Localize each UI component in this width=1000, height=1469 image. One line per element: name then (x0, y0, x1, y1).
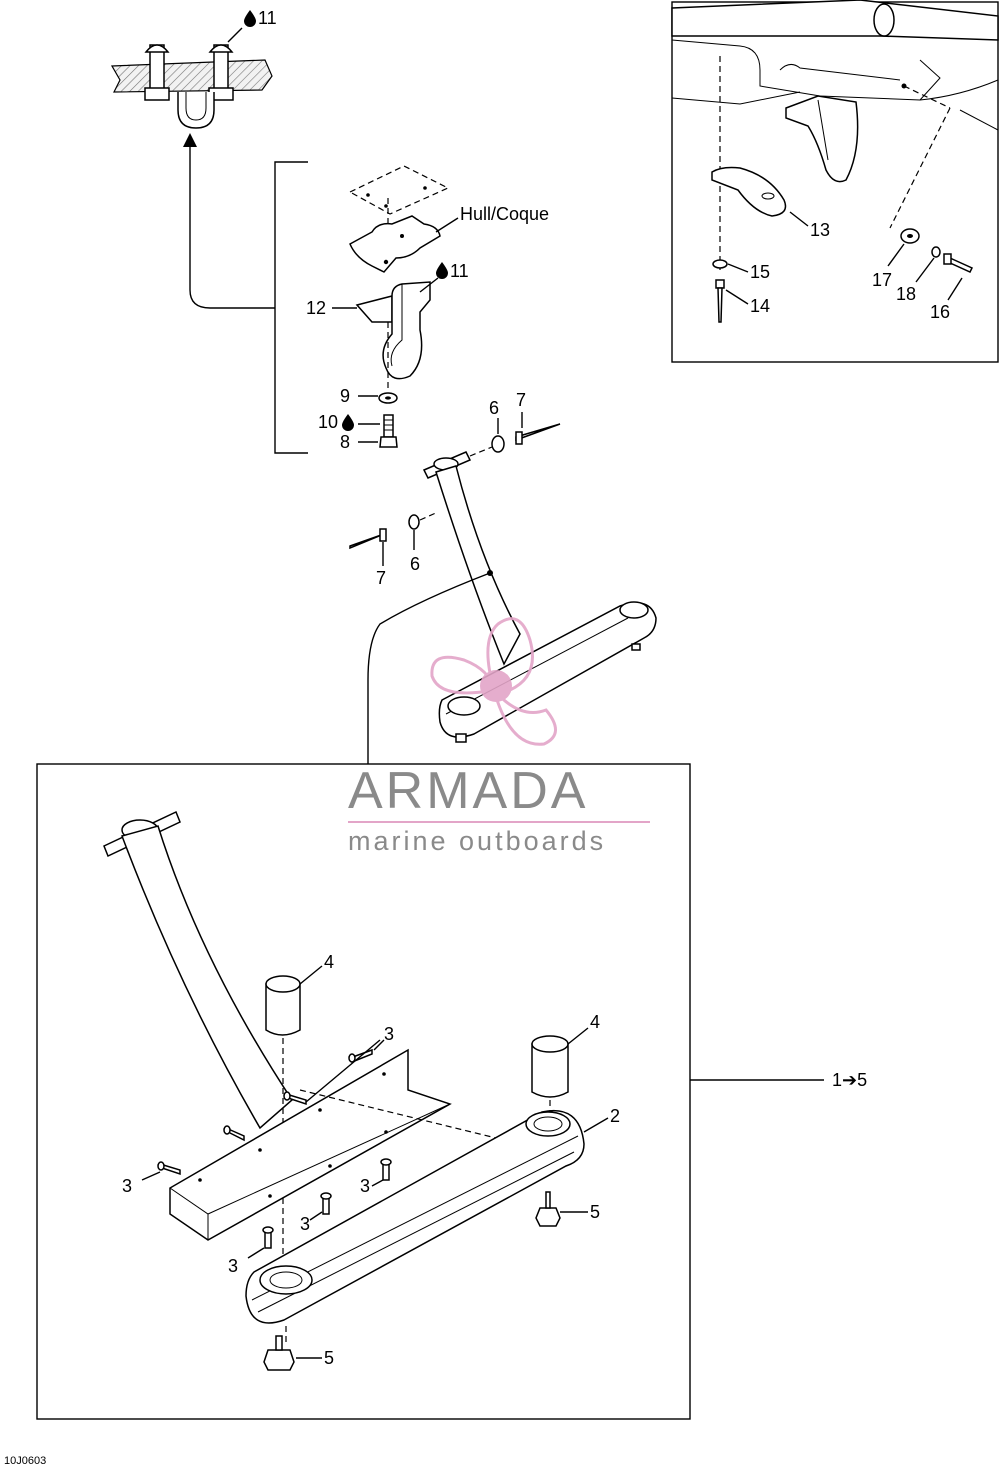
detail-arrow (183, 133, 275, 309)
callout-17: 17 (872, 270, 892, 290)
callout-16: 16 (930, 302, 950, 322)
callout-3-b: 3 (122, 1176, 132, 1196)
armada-watermark: ARMADA marine outboards (348, 617, 650, 856)
callout-11-mid: 11 (450, 261, 469, 281)
callout-4-left: 4 (324, 952, 334, 972)
callout-2: 2 (610, 1106, 620, 1126)
propeller-logo-icon (430, 617, 557, 746)
callout-6-right: 6 (489, 398, 499, 418)
bracket-assembly: Hull/Coque 12 11 9 10 8 (306, 165, 549, 452)
watermark-brand: ARMADA (348, 762, 588, 820)
callout-3-a: 3 (384, 1024, 394, 1044)
sealant-drop-icon (244, 10, 256, 27)
callout-4-right: 4 (590, 1012, 600, 1032)
stand-assembly: 6 7 7 6 (349, 390, 657, 764)
callout-12: 12 (306, 298, 326, 318)
sealant-drop-icon (436, 262, 448, 279)
callout-14: 14 (750, 296, 770, 316)
callout-1-5: 1➔5 (832, 1070, 867, 1090)
hull-section-detail: 11 (110, 8, 277, 129)
diagram-code: 10J0603 (4, 1455, 46, 1467)
callout-11-top: 11 (258, 8, 277, 28)
stand-exploded-box: 1➔5 4 4 3 (36, 763, 867, 1420)
sealant-drop-icon (342, 414, 354, 431)
callout-3-e: 3 (228, 1256, 238, 1276)
callout-3-d: 3 (300, 1214, 310, 1234)
callout-6-left: 6 (410, 554, 420, 574)
callout-7-right: 7 (516, 390, 526, 410)
callout-13: 13 (810, 220, 830, 240)
callout-5-right: 5 (590, 1202, 600, 1222)
callout-5-left: 5 (324, 1348, 334, 1368)
callout-10: 10 (318, 412, 338, 432)
bracket-group-line (274, 161, 308, 454)
callout-15: 15 (750, 262, 770, 282)
callout-7-left: 7 (376, 568, 386, 588)
callout-9: 9 (340, 386, 350, 406)
watermark-tagline: marine outboards (348, 826, 606, 856)
callout-18: 18 (896, 284, 916, 304)
callout-3-c: 3 (360, 1176, 370, 1196)
callout-8: 8 (340, 432, 350, 452)
hull-label: Hull/Coque (460, 204, 549, 224)
inset-detail: 13 15 14 17 18 16 (671, 0, 999, 363)
screw-group: 3 3 3 3 3 (122, 1024, 394, 1276)
